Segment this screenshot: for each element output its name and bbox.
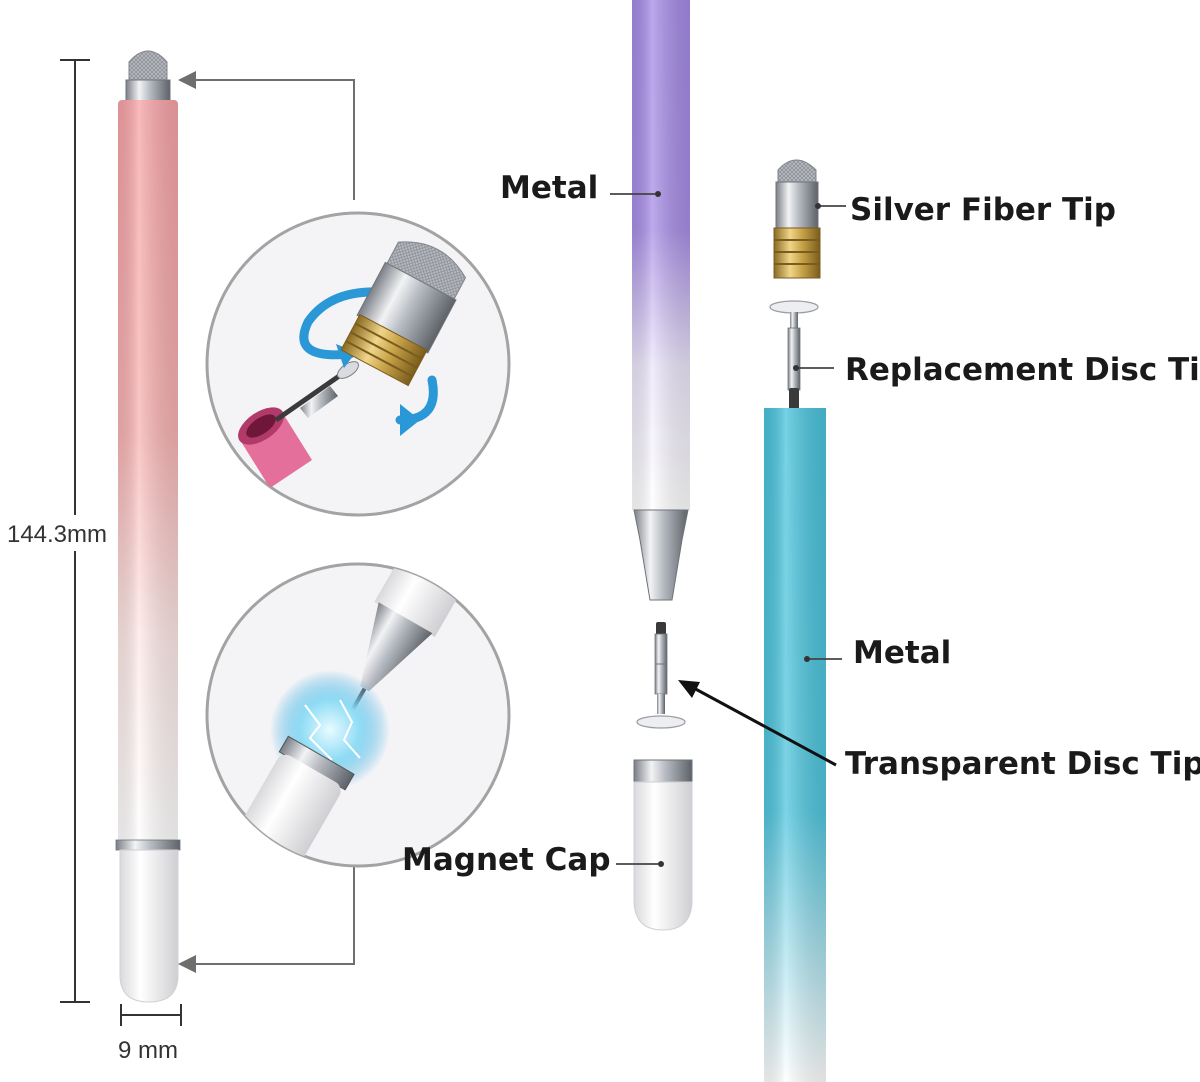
length-label: 144.3mm: [7, 521, 107, 548]
transparent-disc-tip-label: Transparent Disc Tip: [845, 746, 1200, 782]
silver-fiber-tip-icon: [340, 241, 467, 387]
magnet-cap-label: Magnet Cap: [402, 842, 611, 878]
cyan-stylus: [764, 408, 826, 1082]
leader-dots: [655, 191, 821, 867]
disc-pin-icon: [274, 361, 359, 423]
pink-stylus: [115, 50, 181, 1003]
magnet-cap-part: [633, 759, 693, 931]
arrow-head-top: [178, 71, 196, 89]
transparent-disc-tip-part: [636, 622, 686, 729]
magnet-cap-detail-circle: [205, 562, 511, 868]
leader-lines: [610, 193, 846, 865]
pink-cap-icon: [238, 407, 312, 488]
metal-bottom-label: Metal: [853, 635, 951, 671]
silver-fiber-tip-label: Silver Fiber Tip: [850, 192, 1116, 228]
width-label: 9 mm: [118, 1037, 178, 1064]
purple-stylus: [632, 0, 690, 601]
silver-fiber-tip-part: [773, 159, 821, 279]
callout-brackets: [190, 79, 355, 965]
replacement-disc-tip-label: Replacement Disc Tip: [845, 352, 1200, 388]
metal-top-label: Metal: [500, 170, 598, 206]
length-dimension: 144.3mm: [0, 59, 120, 1003]
transparent-disc-arrow: [678, 680, 837, 767]
fiber-tip-detail-circle: [205, 211, 511, 517]
replacement-disc-tip-part: [769, 300, 819, 410]
width-dimension: 9 mm: [118, 1004, 182, 1064]
arrow-head-bottom: [178, 955, 196, 973]
